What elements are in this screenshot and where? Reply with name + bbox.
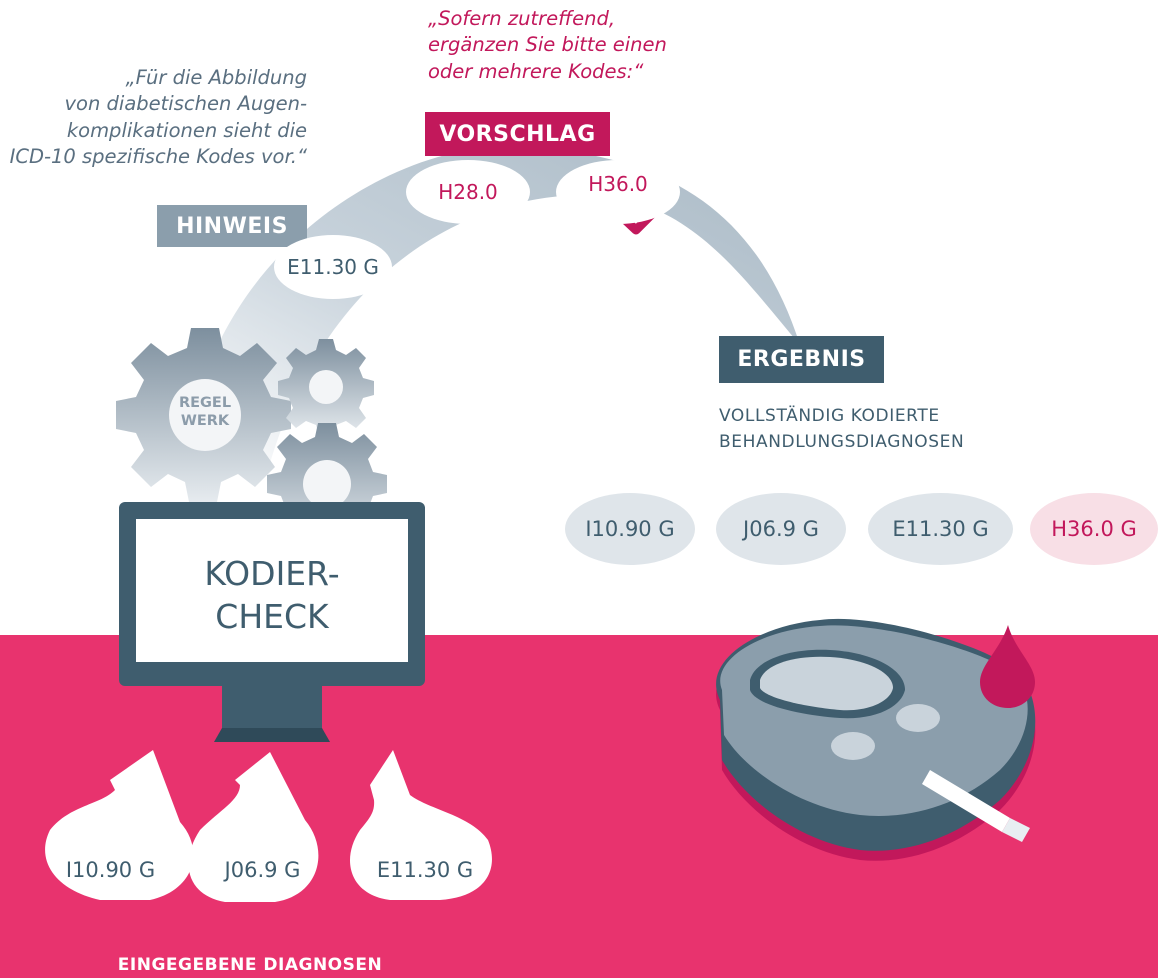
monitor-line2: CHECK — [215, 596, 329, 636]
hinweis-code-bubble: E11.30 G — [274, 235, 392, 299]
input-code-label: E11.30 G — [376, 858, 474, 882]
hinweis-quote: „Für die Abbildung von diabetischen Auge… — [9, 66, 307, 168]
result-code-bubble: J06.9 G — [716, 493, 846, 565]
vorschlag-code-bubble: H36.0 — [556, 160, 680, 224]
result-code-bubble: I10.90 G — [565, 493, 695, 565]
blood-drop-icon — [980, 625, 1035, 708]
result-subtitle: VOLLSTÄNDIG KODIERTE BEHANDLUNGSDIAGNOSE… — [719, 403, 1099, 456]
input-code-label: I10.90 G — [65, 858, 156, 882]
vorschlag-quote: „Sofern zutreffend, ergänzen Sie bitte e… — [428, 7, 667, 83]
gear-label-line2: WERK — [180, 413, 230, 430]
gear-small-icon — [278, 339, 374, 436]
vorschlag-code-bubble: H28.0 — [406, 160, 530, 224]
result-code-bubble: E11.30 G — [868, 493, 1013, 565]
monitor-line1: KODIER- — [204, 554, 340, 593]
tag-vorschlag: VORSCHLAG — [425, 112, 610, 156]
result-subtitle-line1: VOLLSTÄNDIG KODIERTE — [719, 406, 940, 426]
input-code-label: J06.9 G — [224, 858, 301, 882]
tag-ergebnis: ERGEBNIS — [719, 336, 884, 383]
result-code-bubble-highlight: H36.0 G — [1030, 493, 1158, 565]
glucose-meter-icon — [716, 618, 1036, 861]
input-caption: EINGEGEBENE DIAGNOSEN — [117, 955, 383, 975]
process-arc — [185, 145, 800, 470]
tag-hinweis: HINWEIS — [157, 205, 307, 247]
monitor-screen-text: KODIER- CHECK — [136, 553, 408, 639]
monitor-icon — [119, 502, 425, 742]
result-subtitle-line2: BEHANDLUNGSDIAGNOSEN — [719, 432, 965, 453]
gear-label-line1: REGEL — [178, 395, 232, 411]
input-drops — [45, 750, 492, 902]
gear-label: REGEL WERK — [165, 394, 245, 430]
gear-large-icon — [116, 328, 291, 502]
